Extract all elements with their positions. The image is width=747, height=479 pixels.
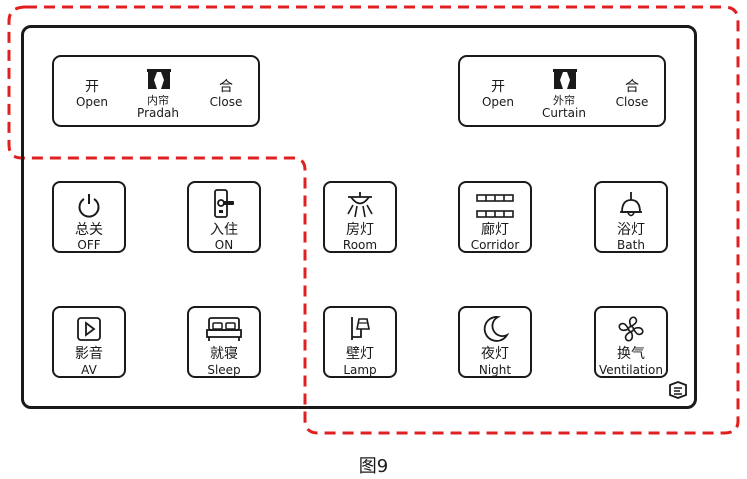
inner-curtain-label: 内帘 Pradah [128,57,188,120]
off-button[interactable]: 总关 OFF [52,181,126,253]
power-icon [78,194,100,218]
curtain-icon [147,69,171,89]
outer-curtain-control: 开 Open 外帘 Curtain 合 Close [458,55,666,127]
outer-curtain-open-button[interactable]: 开 Open [481,79,515,109]
curtain-group-outline [7,5,740,435]
card-slot-icon [214,189,234,218]
play-icon [77,317,101,341]
sleep-button[interactable]: 就寝 Sleep [187,306,261,378]
room-light-button[interactable]: 房灯 Room [323,181,397,253]
moon-icon [483,316,509,342]
wall-lamp-button[interactable]: 壁灯 Lamp [323,306,397,378]
wall-lamp-icon [351,317,370,340]
ventilation-button[interactable]: 换气 Ventilation [594,306,668,378]
inner-curtain-open-button[interactable]: 开 Open [75,79,109,109]
av-button[interactable]: 影音 AV [52,306,126,378]
strip-light-icon [476,194,514,218]
brand-logo-icon [669,381,687,399]
night-light-button[interactable]: 夜灯 Night [458,306,532,378]
inner-curtain-close-button[interactable]: 合 Close [209,79,243,109]
pendant-lamp-icon [620,192,642,217]
curtain-icon [553,69,577,89]
bath-light-button[interactable]: 浴灯 Bath [594,181,668,253]
bed-icon [206,317,242,341]
inner-curtain-control: 开 Open 内帘 Pradah 合 Close [52,55,260,127]
corridor-light-button[interactable]: 廊灯 Corridor [458,181,532,253]
chandelier-icon [347,192,373,218]
on-button[interactable]: 入住 ON [187,181,261,253]
outer-curtain-label: 外帘 Curtain [534,57,594,120]
outer-curtain-close-button[interactable]: 合 Close [615,79,649,109]
figure-caption: 图9 [358,456,389,477]
fan-icon [618,316,644,342]
control-panel [21,25,697,409]
